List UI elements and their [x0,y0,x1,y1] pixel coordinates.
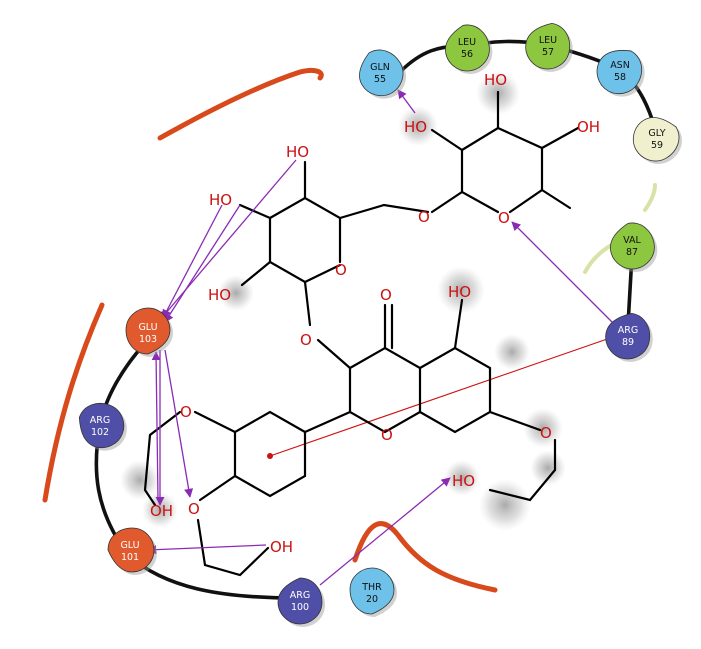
residue-name: GLU [120,540,139,551]
residue-name: ARG [90,415,110,426]
residue-number: 102 [91,427,109,438]
residues: GLN55LEU56LEU57ASN58GLY59VAL87ARG89GLU10… [78,22,682,627]
atom-o-link-sugars: O [418,208,430,226]
residue-number: 58 [614,72,626,83]
residue-number: 56 [461,49,473,60]
atom-o-ring-c: O [381,426,393,444]
residue-name: ARG [290,590,310,601]
atom-o-ether-4p: O [188,500,200,518]
residue-name: THR [361,582,382,593]
atom-oh-rha-right: OH [577,118,600,136]
residue-number: 55 [374,74,386,85]
residue-number: 59 [651,140,663,151]
residue-number: 89 [622,337,634,348]
residue-marker [78,402,125,449]
atom-labels: HO HO HO HO HO OH O O O O O HO O O HO O … [150,71,600,556]
residue-name: LEU [539,35,557,46]
residue-marker [445,24,490,72]
residue-number: 100 [291,602,309,613]
atom-o-ring-glc: O [335,261,347,279]
atom-ho-glc-mid: HO [209,191,232,209]
exposure-boundary [42,67,498,593]
atom-oh-hydroxyethyl-4p: OH [270,538,293,556]
residue-marker [359,49,404,97]
pi-cation-interactions [267,336,614,459]
atom-o-glycosidic: O [300,331,312,349]
hydrogen-bond-arrows [147,89,613,586]
residue-name: GLN [370,62,390,73]
residue-number: 103 [139,334,157,345]
atom-ho-glc-top: HO [286,143,309,161]
residue-number: 101 [121,552,139,563]
atom-o-ring-rha: O [498,209,510,227]
residue-number: 57 [542,47,554,58]
residue-name: ASN [610,60,630,71]
residue-name: GLU [138,322,157,333]
residue-name: ARG [618,325,638,336]
residue-marker [277,577,323,625]
solvent-exposure-halos [120,71,566,531]
atom-ho-rha-top: HO [484,71,507,89]
residue-marker [125,307,171,355]
residue-number: 87 [626,247,638,258]
residue-marker [605,312,651,360]
atom-ho-phenol: HO [448,283,471,301]
atom-oh-hydroxyethyl-3p: OH [150,502,173,520]
residue-marker [610,222,655,270]
residue-marker [596,50,643,95]
residue-marker [525,22,571,70]
atom-ho-glc-low: HO [208,286,231,304]
residue-name: GLY [648,128,665,139]
atom-o-carbonyl: O [380,286,392,304]
residue-marker [107,527,155,573]
residue-name: LEU [458,37,476,48]
ligand-bonds [143,90,580,577]
residue-number: 20 [366,594,378,605]
atom-ho-rha-left: HO [404,118,427,136]
residue-marker [349,567,395,615]
residue-marker [632,117,680,162]
atom-o-ether-3p: O [180,403,192,421]
atom-o-ether-7: O [540,424,552,442]
atom-ho-hydroxyethyl-7: HO [452,472,475,490]
residue-name: VAL [623,235,641,246]
